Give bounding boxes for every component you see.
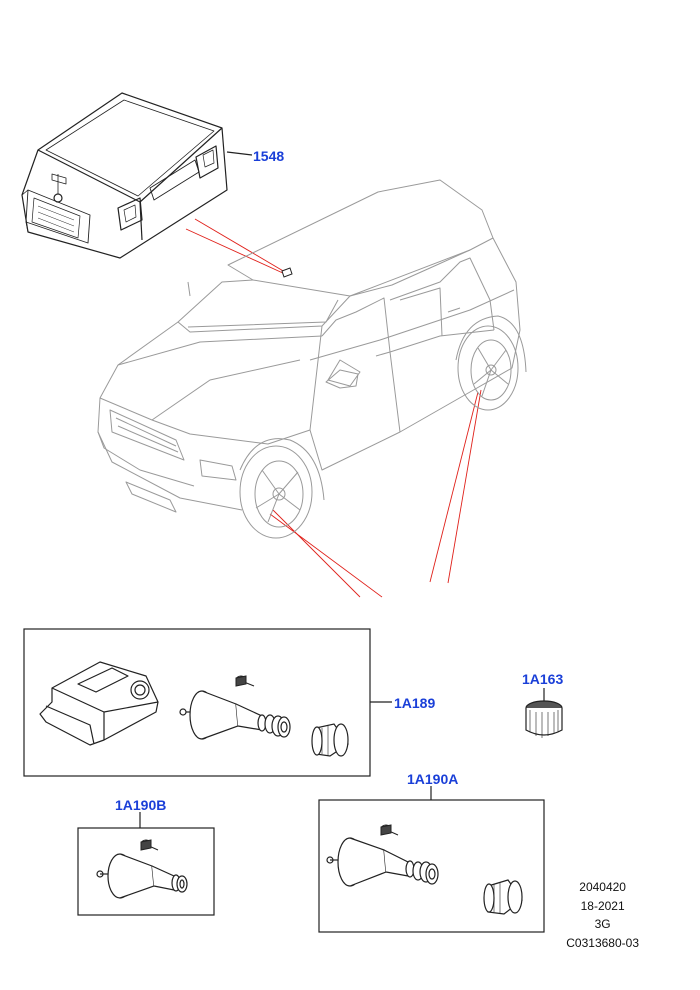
vehicle-illustration [97, 179, 527, 539]
tpms-control-module[interactable] [21, 92, 253, 259]
drawing-reference: 2040420 18-2021 3G C0313680-03 [566, 878, 639, 952]
leader-lines [185, 218, 482, 598]
callout-1a190b[interactable]: 1A190B [115, 797, 167, 813]
reference-line-1: 2040420 [579, 880, 626, 894]
valve-stem-kit-a[interactable] [326, 837, 439, 887]
reference-line-4: C0313680-03 [566, 935, 639, 950]
callout-1a190a[interactable]: 1A190A [407, 771, 459, 787]
valve-kit-a-frame [318, 799, 545, 933]
valve-cap[interactable] [311, 723, 349, 757]
callout-1a163[interactable]: 1A163 [522, 671, 564, 687]
ecu-location-marker [281, 267, 293, 278]
tpms-sensor[interactable] [39, 661, 159, 746]
valve-cap-standalone[interactable] [525, 700, 563, 738]
sensor-screw[interactable] [235, 675, 255, 687]
valve-kit-b-frame [77, 827, 215, 916]
screw-kit-a[interactable] [380, 824, 399, 836]
reference-line-2: 18-2021 [580, 898, 625, 913]
callout-1548[interactable]: 1548 [253, 148, 285, 164]
screw-kit-b[interactable] [140, 839, 159, 851]
callout-1a189[interactable]: 1A189 [394, 695, 436, 711]
valve-stem[interactable] [179, 690, 291, 740]
valve-cap-kit-a[interactable] [483, 879, 523, 915]
valve-stem-kit-b[interactable] [96, 853, 188, 899]
reference-line-3: 3G [594, 917, 611, 931]
